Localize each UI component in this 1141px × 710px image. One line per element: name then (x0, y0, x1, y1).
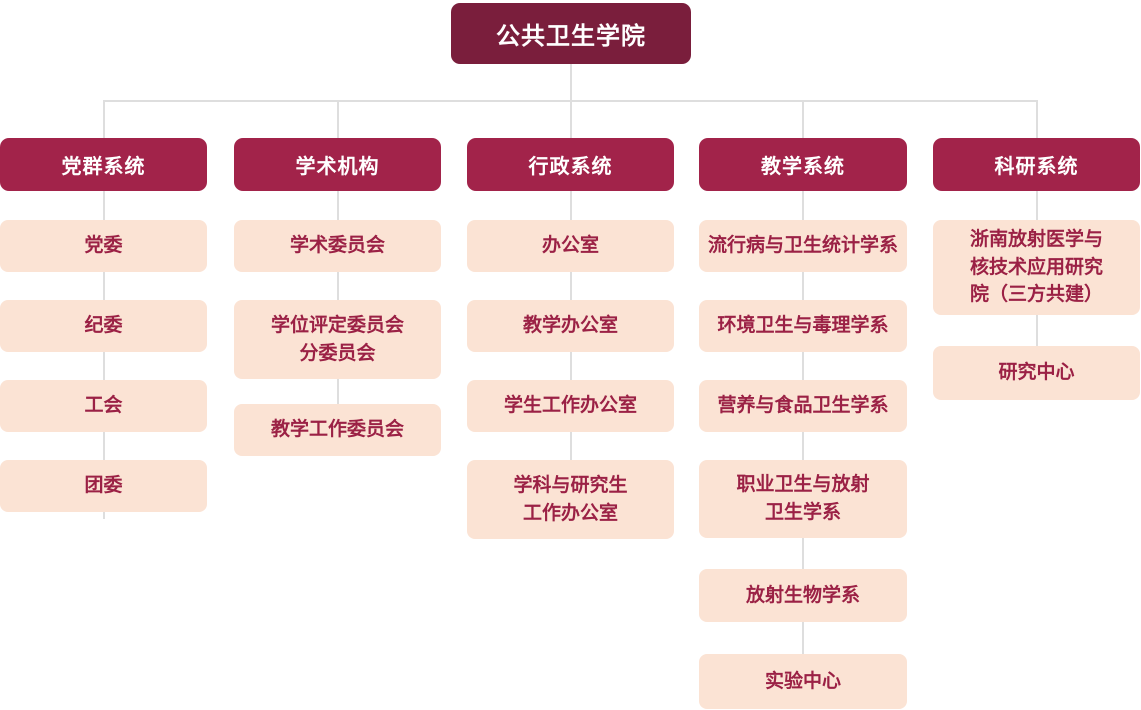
node-discipline-committee: 纪委 (0, 300, 207, 352)
node-office: 办公室 (467, 220, 674, 272)
node-teaching-work-committee: 教学工作委员会 (234, 404, 441, 456)
connector-drop-col4 (802, 100, 804, 138)
root-node: 公共卫生学院 (451, 3, 691, 64)
branch-header-research: 科研系统 (933, 138, 1140, 191)
branch-header-academic: 学术机构 (234, 138, 441, 191)
node-degree-subcommittee: 学位评定委员会 分委员会 (234, 300, 441, 379)
node-labor-union: 工会 (0, 380, 207, 432)
connector-spine-col2 (337, 165, 339, 430)
connector-drop-col3 (570, 100, 572, 138)
node-occupational-radiation-health-dept: 职业卫生与放射 卫生学系 (699, 460, 907, 538)
node-experiment-center: 实验中心 (699, 654, 907, 709)
node-radiation-biology-dept: 放射生物学系 (699, 569, 907, 622)
node-youth-league: 团委 (0, 460, 207, 512)
node-epidemiology-biostatistics-dept: 流行病与卫生统计学系 (699, 220, 907, 272)
connector-drop-col1 (103, 100, 105, 138)
node-radiation-medicine-institute: 浙南放射医学与 核技术应用研究 院（三方共建） (933, 220, 1140, 315)
node-nutrition-food-hygiene-dept: 营养与食品卫生学系 (699, 380, 907, 432)
node-discipline-graduate-office: 学科与研究生 工作办公室 (467, 460, 674, 539)
connector-drop-col5 (1036, 100, 1038, 138)
branch-header-administrative: 行政系统 (467, 138, 674, 191)
node-academic-committee: 学术委员会 (234, 220, 441, 272)
node-teaching-office: 教学办公室 (467, 300, 674, 352)
branch-header-party-mass: 党群系统 (0, 138, 207, 191)
connector-root-drop (570, 64, 572, 101)
branch-header-teaching: 教学系统 (699, 138, 907, 191)
node-research-center: 研究中心 (933, 346, 1140, 400)
node-student-affairs-office: 学生工作办公室 (467, 380, 674, 432)
node-party-committee: 党委 (0, 220, 207, 272)
connector-drop-col2 (337, 100, 339, 138)
node-environmental-health-toxicology-dept: 环境卫生与毒理学系 (699, 300, 907, 352)
